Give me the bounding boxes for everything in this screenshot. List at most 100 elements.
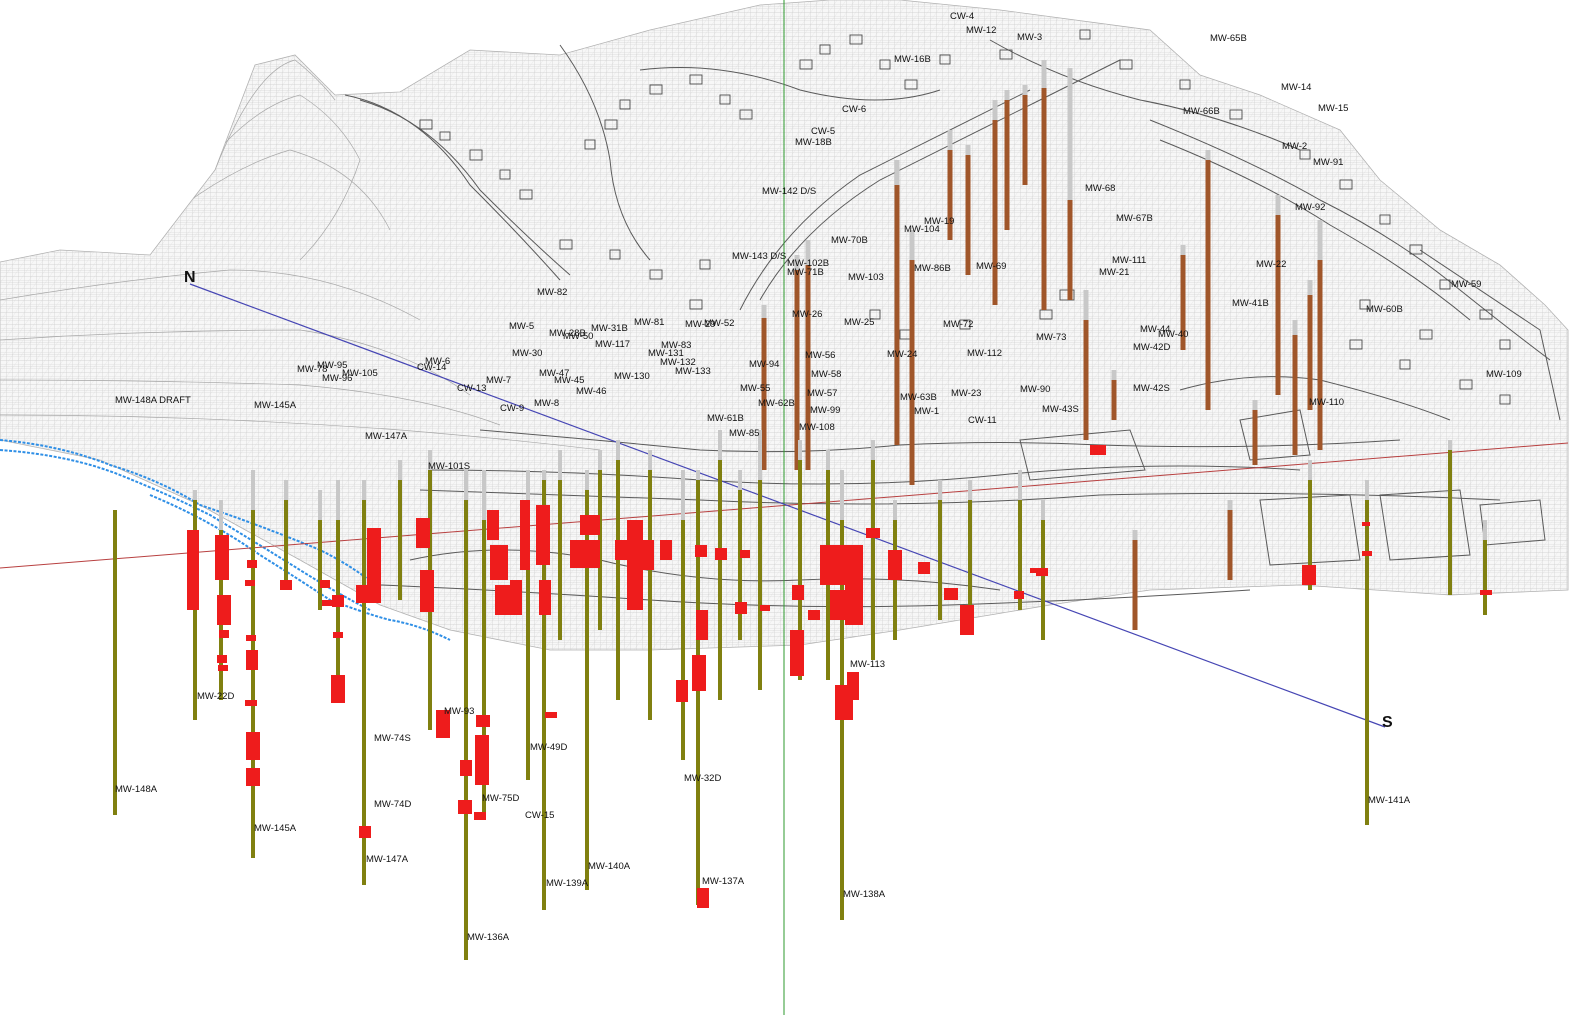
well-casing — [1041, 60, 1047, 88]
screen-interval — [539, 580, 551, 615]
lower-well-shaft — [938, 500, 942, 620]
lower-well-shaft — [871, 460, 875, 660]
well-label: MW-101S — [428, 461, 470, 472]
screen-interval — [735, 602, 747, 614]
well-label: MW-108 — [799, 422, 835, 433]
lower-well-shaft — [251, 510, 255, 858]
well-casing — [526, 470, 530, 510]
screen-interval — [847, 672, 859, 700]
upper-well-shaft — [1004, 100, 1010, 230]
well-label: MW-109 — [1486, 369, 1522, 380]
well-label: MW-28B — [549, 328, 586, 339]
well-casing — [1275, 195, 1281, 215]
upper-well-shaft — [1083, 320, 1089, 440]
screen-interval — [219, 630, 229, 638]
well-label: MW-29 — [685, 319, 715, 330]
screen-interval — [627, 520, 643, 610]
screen-interval — [692, 655, 706, 691]
well-casing — [826, 450, 830, 470]
screen-interval — [245, 700, 257, 706]
well-casing — [1004, 90, 1010, 100]
south-marker: S — [1382, 714, 1393, 731]
well-label: MW-145A — [254, 400, 297, 411]
screen-interval — [458, 800, 472, 814]
well-label: MW-14 — [1281, 82, 1311, 93]
well-casing — [798, 440, 802, 460]
screen-interval — [1090, 445, 1106, 455]
well-casing — [464, 470, 468, 500]
upper-well-shaft — [992, 120, 998, 305]
well-label: CW-6 — [842, 104, 866, 115]
well-casing — [1252, 400, 1258, 410]
well-casing — [1205, 150, 1211, 160]
well-casing — [909, 230, 915, 260]
well-casing — [1365, 480, 1369, 500]
well-label: MW-57 — [807, 388, 837, 399]
screen-interval — [808, 610, 820, 620]
well-label: MW-67B — [1116, 213, 1153, 224]
screen-interval — [570, 540, 600, 568]
well-casing — [1041, 500, 1045, 520]
lower-well-shaft — [542, 480, 546, 910]
well-label: MW-104 — [904, 224, 940, 235]
well-casing — [1317, 220, 1323, 260]
well-casing — [1132, 530, 1138, 540]
well-label: MW-102B — [787, 258, 829, 269]
screen-interval — [1030, 568, 1040, 573]
screen-interval — [695, 545, 707, 557]
screen-interval — [697, 888, 709, 908]
well-casing — [318, 490, 322, 520]
site-features — [344, 39, 1561, 608]
well-label: MW-136A — [467, 932, 510, 943]
lower-well-shaft — [696, 480, 700, 905]
well-label: MW-133 — [675, 366, 711, 377]
well-label: MW-22 — [1256, 259, 1286, 270]
well-casing — [1483, 520, 1487, 540]
screen-interval — [218, 665, 228, 671]
well-label: CW-9 — [500, 403, 524, 414]
well-casing — [1083, 290, 1089, 320]
upper-well-shaft — [761, 318, 767, 470]
well-label: MW-12 — [966, 25, 996, 36]
well-label: MW-47 — [539, 368, 569, 379]
well-label: MW-63B — [900, 392, 937, 403]
well-casing — [965, 145, 971, 155]
lower-well-shaft — [1483, 540, 1487, 615]
well-label: MW-112 — [967, 348, 1002, 359]
wells-layer — [113, 60, 1492, 960]
well-casing — [398, 460, 402, 480]
upper-well-shaft — [947, 150, 953, 240]
well-casing — [193, 490, 197, 500]
well-label: MW-111 — [1112, 255, 1146, 266]
screen-interval — [333, 632, 343, 638]
well-label: MW-40 — [1158, 329, 1188, 340]
upper-well-shaft — [1205, 160, 1211, 410]
well-casing — [758, 460, 762, 480]
well-label: MW-42D — [1133, 342, 1170, 353]
well-label: MW-68 — [1085, 183, 1115, 194]
well-label: MW-93 — [444, 706, 474, 717]
well-label: MW-94 — [749, 359, 779, 370]
well-label: MW-42S — [1133, 383, 1170, 394]
well-label: MW-117 — [595, 339, 630, 350]
lower-well-shaft — [1448, 450, 1452, 595]
well-label: MW-91 — [1313, 157, 1343, 168]
well-label: CW-14 — [417, 362, 446, 373]
well-label: MW-141A — [1368, 795, 1411, 806]
well-label: MW-26 — [792, 309, 822, 320]
well-casing — [1111, 370, 1117, 380]
lower-well-shaft — [526, 510, 530, 780]
upper-well-shaft — [794, 270, 800, 470]
stream — [0, 439, 451, 641]
well-casing — [428, 450, 432, 470]
well-label: MW-74S — [374, 733, 411, 744]
screen-interval — [1014, 591, 1024, 599]
lower-well-shaft — [798, 460, 802, 680]
screen-interval — [217, 655, 227, 663]
well-label: MW-82 — [537, 287, 567, 298]
well-label: MW-1 — [914, 406, 939, 417]
section-line-n-s[interactable] — [189, 283, 1386, 728]
